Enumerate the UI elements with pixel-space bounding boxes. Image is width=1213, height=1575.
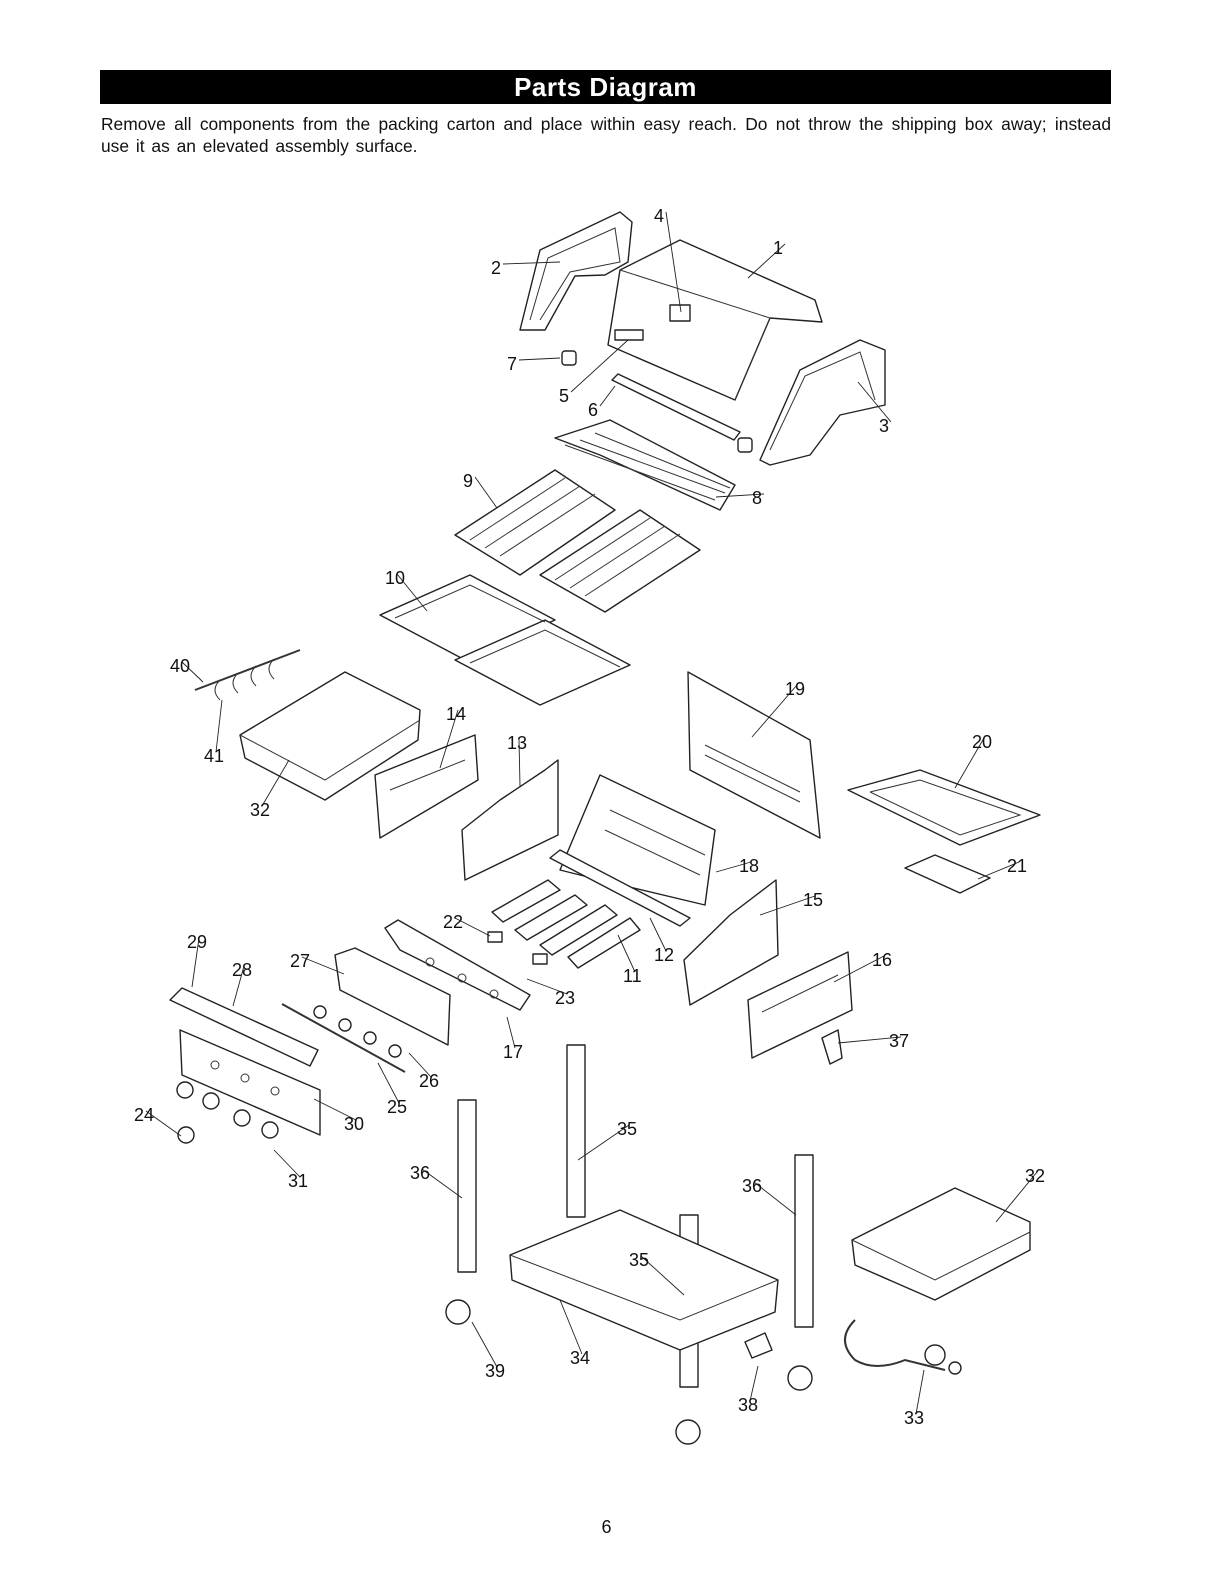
callout-35: 35: [578, 1119, 637, 1160]
callout-20: 20: [955, 732, 992, 788]
callout-label: 7: [507, 354, 517, 374]
callout-label: 17: [503, 1042, 523, 1062]
callout-37: 37: [838, 1031, 909, 1051]
callout-33: 33: [904, 1370, 924, 1428]
callout-32: 32: [996, 1166, 1045, 1222]
callout-label: 22: [443, 912, 463, 932]
callout-label: 2: [491, 258, 501, 278]
callout-24: 24: [134, 1105, 181, 1136]
callout-31: 31: [274, 1150, 308, 1191]
callout-label: 8: [752, 488, 762, 508]
callout-label: 35: [617, 1119, 637, 1139]
callout-30: 30: [314, 1099, 364, 1134]
callout-label: 39: [485, 1361, 505, 1381]
callout-label: 40: [170, 656, 190, 676]
callout-label: 9: [463, 471, 473, 491]
part-regulator-hose: [845, 1320, 961, 1374]
callout-label: 37: [889, 1031, 909, 1051]
callout-17: 17: [503, 1017, 523, 1062]
callout-38: 38: [738, 1366, 758, 1415]
callout-label: 18: [739, 856, 759, 876]
part-utensil-hooks: [195, 650, 300, 700]
callout-label: 26: [419, 1071, 439, 1091]
callout-39: 39: [472, 1322, 505, 1381]
callout-label: 34: [570, 1348, 590, 1368]
callout-label: 15: [803, 890, 823, 910]
callout-36: 36: [742, 1176, 796, 1215]
part-grease-tray: [848, 770, 1040, 845]
callout-label: 5: [559, 386, 569, 406]
callout-label: 36: [410, 1163, 430, 1183]
part-grease-cup: [905, 855, 990, 893]
callout-label: 36: [742, 1176, 762, 1196]
callout-label: 32: [1025, 1166, 1045, 1186]
callout-label: 4: [654, 206, 664, 226]
callout-label: 10: [385, 568, 405, 588]
callout-leader: [475, 477, 497, 508]
callout-label: 12: [654, 945, 674, 965]
callout-28: 28: [232, 960, 252, 1006]
callout-label: 1: [773, 238, 783, 258]
callout-label: 3: [879, 416, 889, 436]
callout-label: 19: [785, 679, 805, 699]
callout-29: 29: [187, 932, 207, 987]
callout-9: 9: [463, 471, 497, 508]
callout-23: 23: [527, 979, 575, 1008]
callout-13: 13: [507, 733, 527, 786]
callout-label: 28: [232, 960, 252, 980]
callout-36: 36: [410, 1163, 462, 1198]
callout-label: 38: [738, 1395, 758, 1415]
callout-label: 16: [872, 950, 892, 970]
callout-7: 7: [507, 354, 560, 374]
callout-label: 23: [555, 988, 575, 1008]
callout-41: 41: [204, 700, 224, 766]
callout-11: 11: [618, 935, 642, 986]
callout-leader: [519, 358, 560, 360]
callout-label: 11: [623, 966, 642, 986]
page-number: 6: [0, 1517, 1213, 1538]
callout-18: 18: [716, 856, 759, 876]
callout-21: 21: [978, 856, 1027, 879]
part-right-side-casting: [760, 340, 885, 465]
part-igniter: [488, 932, 547, 964]
callout-22: 22: [443, 912, 490, 936]
callout-label: 31: [288, 1171, 308, 1191]
callout-label: 35: [629, 1250, 649, 1270]
callout-label: 14: [446, 704, 466, 724]
callout-26: 26: [409, 1053, 439, 1091]
part-side-shelf-right: [852, 1188, 1030, 1300]
callout-12: 12: [650, 918, 674, 965]
part-bottom-shelf: [510, 1210, 778, 1350]
callout-label: 20: [972, 732, 992, 752]
callout-label: 30: [344, 1114, 364, 1134]
callout-leader: [216, 700, 222, 752]
part-bracket: [822, 1030, 842, 1064]
callout-label: 6: [588, 400, 598, 420]
callout-5: 5: [559, 340, 628, 406]
callout-label: 25: [387, 1097, 407, 1117]
callout-leader: [600, 386, 615, 406]
callout-6: 6: [588, 386, 615, 420]
callout-label: 41: [204, 746, 224, 766]
callout-40: 40: [170, 656, 203, 682]
callout-label: 27: [290, 951, 310, 971]
callout-label: 29: [187, 932, 207, 952]
part-lid: [608, 240, 822, 400]
callout-label: 24: [134, 1105, 154, 1125]
callout-label: 32: [250, 800, 270, 820]
part-firebox: [560, 775, 715, 905]
callout-label: 33: [904, 1408, 924, 1428]
callout-label: 13: [507, 733, 527, 753]
part-clip: [745, 1333, 772, 1358]
callout-label: 21: [1007, 856, 1027, 876]
